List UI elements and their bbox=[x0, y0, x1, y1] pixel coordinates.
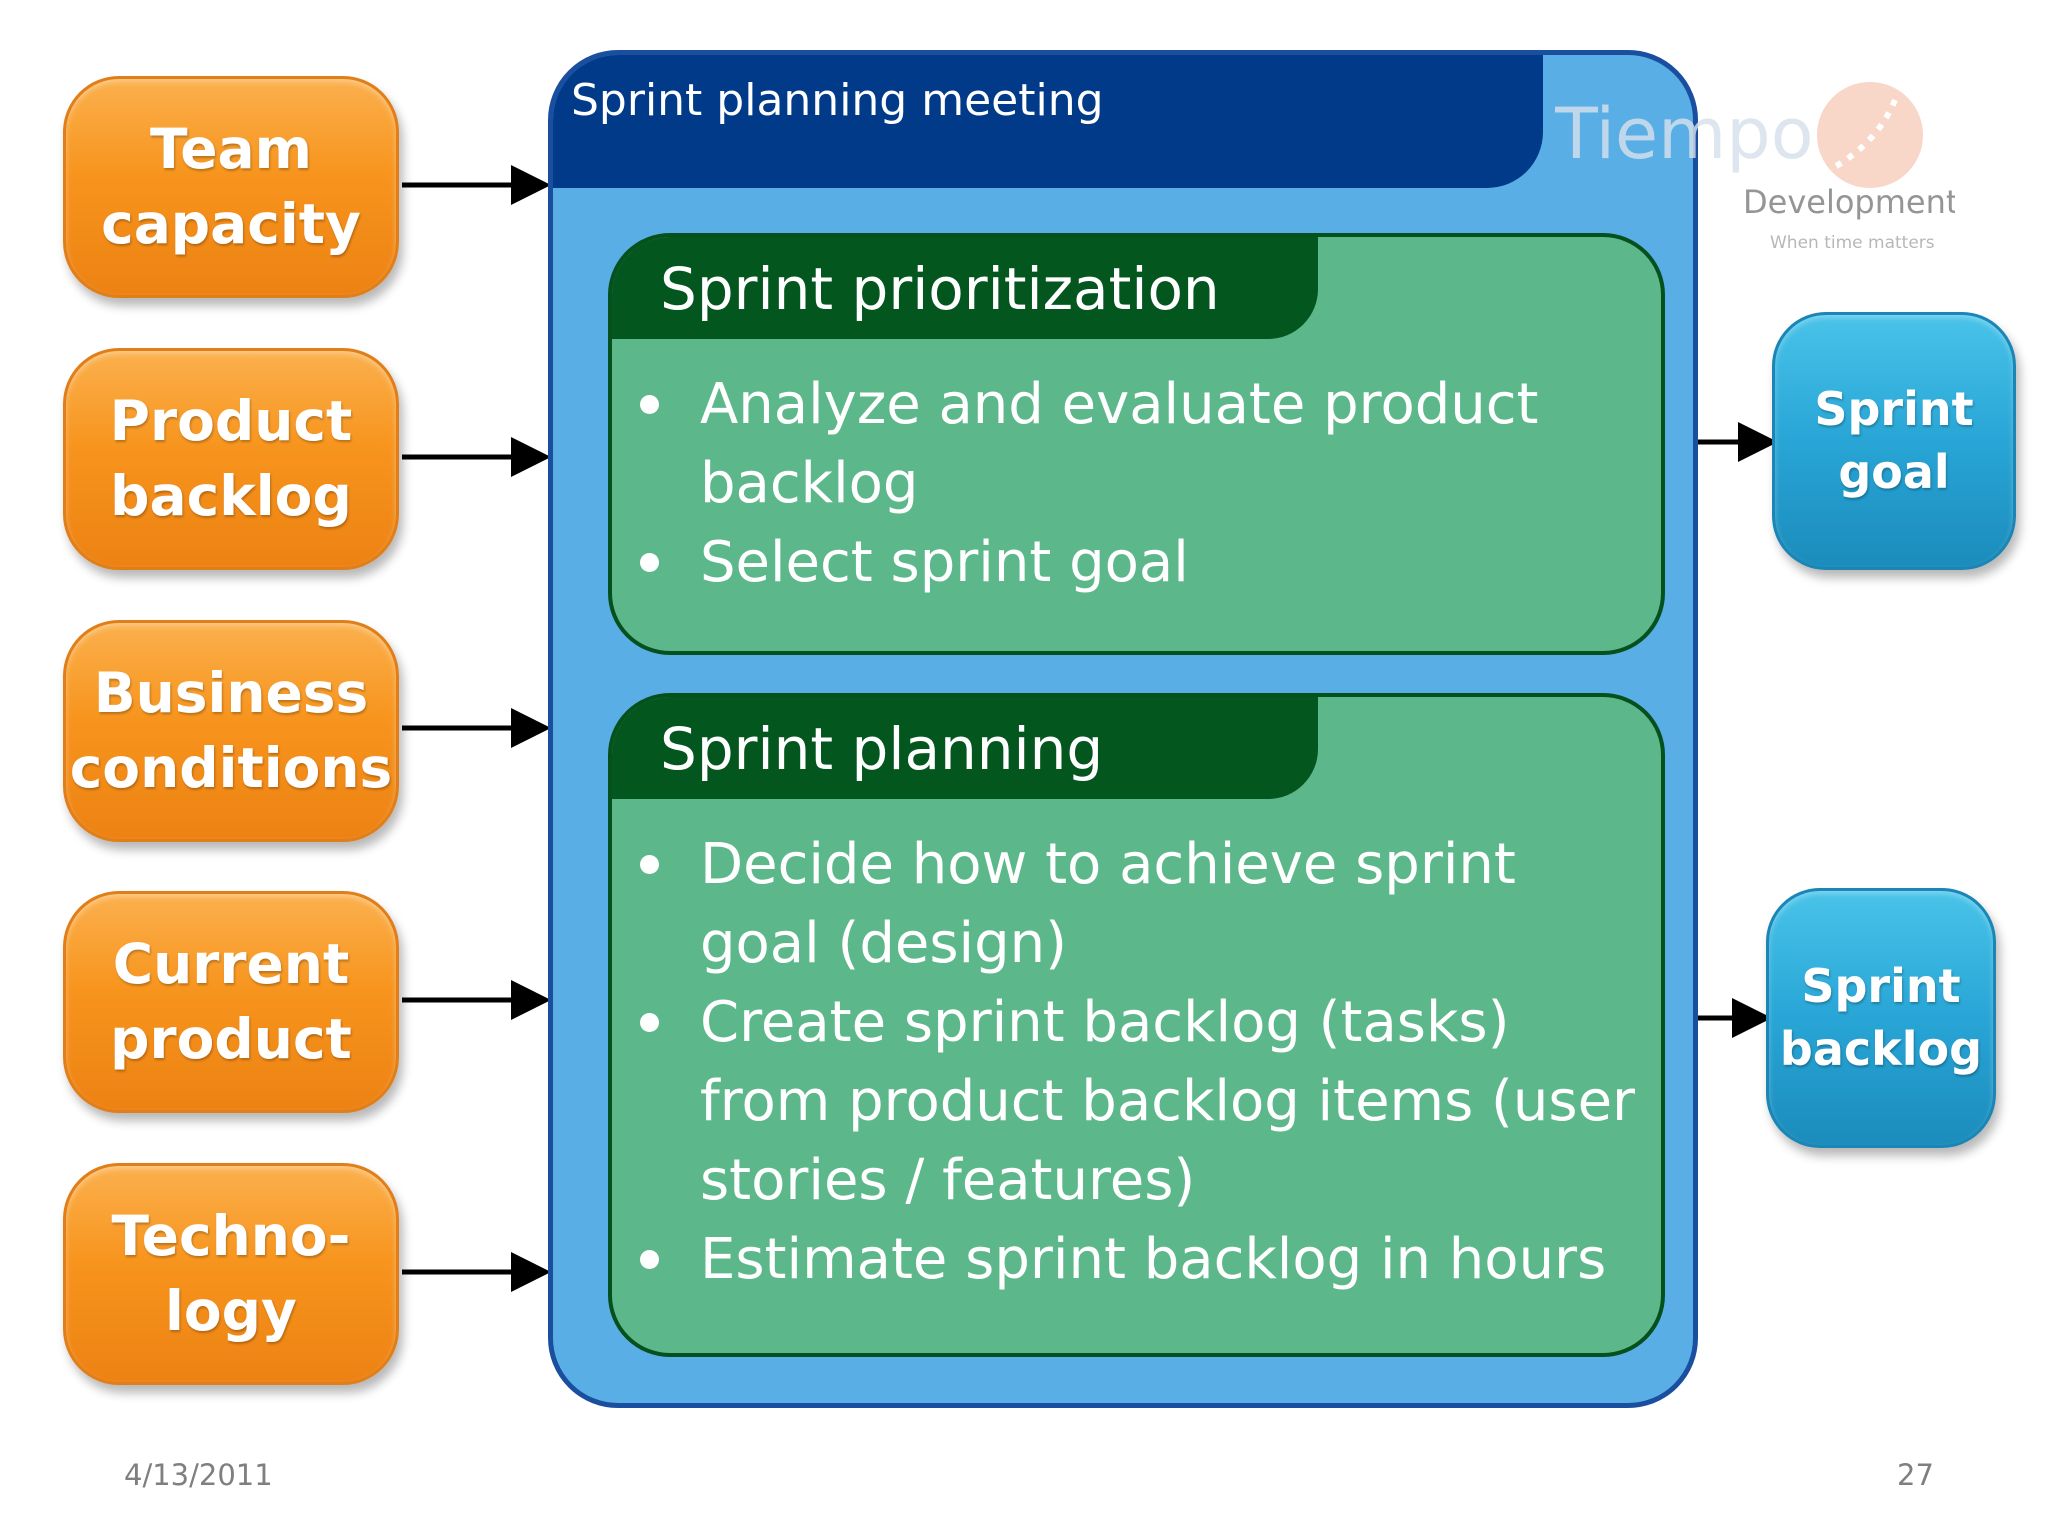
input-current-product: Current product bbox=[63, 891, 399, 1113]
bullet-text: Estimate sprint backlog in hours bbox=[700, 1227, 1607, 1292]
bullet-text: Decide how to achieve sprint goal (desig… bbox=[700, 832, 1516, 976]
footer-date: 4/13/2011 bbox=[124, 1458, 273, 1492]
bullet-list: Decide how to achieve sprint goal (desig… bbox=[640, 825, 1650, 1299]
bullet-item: Decide how to achieve sprint goal (desig… bbox=[640, 825, 1650, 983]
bullet-item: Select sprint goal bbox=[640, 523, 1650, 602]
input-business-conditions: Business conditions bbox=[63, 620, 399, 842]
input-label: Current product bbox=[110, 932, 352, 1071]
output-sprint-backlog: Sprint backlog bbox=[1766, 888, 1996, 1148]
bullet-item: Create sprint backlog (tasks) from produ… bbox=[640, 983, 1650, 1220]
bullet-text: Analyze and evaluate product backlog bbox=[700, 372, 1539, 516]
input-label: Product backlog bbox=[109, 389, 353, 528]
input-label: Team capacity bbox=[101, 117, 361, 256]
tiempo-logo: Tiempo Development When time matters bbox=[1555, 82, 1955, 253]
output-label: Sprint backlog bbox=[1779, 959, 1983, 1076]
input-label: Techno- logy bbox=[111, 1204, 351, 1343]
output-sprint-goal: Sprint goal bbox=[1772, 312, 2016, 570]
bullet-item: Analyze and evaluate product backlog bbox=[640, 365, 1650, 523]
panel-header: Sprint prioritization bbox=[612, 237, 1318, 339]
bullet-icon bbox=[640, 1013, 659, 1032]
bullet-text: Select sprint goal bbox=[700, 530, 1189, 595]
bullet-text: Create sprint backlog (tasks) from produ… bbox=[700, 990, 1636, 1213]
logo-name: Tiempo bbox=[1555, 93, 1814, 175]
input-technology: Techno- logy bbox=[63, 1163, 399, 1385]
bullet-icon bbox=[640, 553, 659, 572]
meeting-title: Sprint planning meeting bbox=[571, 75, 1104, 126]
logo-tagline: When time matters bbox=[1770, 233, 1935, 253]
input-product-backlog: Product backlog bbox=[63, 348, 399, 570]
sprint-planning-meeting: Sprint planning meeting Sprint prioritiz… bbox=[548, 50, 1698, 1408]
panel-sprint-prioritization: Sprint prioritization Analyze and evalua… bbox=[608, 233, 1665, 655]
input-label: Business conditions bbox=[69, 661, 393, 800]
output-label: Sprint goal bbox=[1814, 382, 1974, 499]
bullet-icon bbox=[640, 1250, 659, 1269]
bullet-icon bbox=[640, 395, 659, 414]
input-team-capacity: Team capacity bbox=[63, 76, 399, 298]
footer-page-number: 27 bbox=[1897, 1458, 1934, 1492]
panel-title: Sprint prioritization bbox=[660, 255, 1220, 323]
bullet-item: Estimate sprint backlog in hours bbox=[640, 1220, 1650, 1299]
panel-header: Sprint planning bbox=[612, 697, 1318, 799]
logo-subtitle: Development bbox=[1743, 183, 1955, 221]
bullet-list: Analyze and evaluate product backlog Sel… bbox=[640, 365, 1650, 602]
panel-sprint-planning: Sprint planning Decide how to achieve sp… bbox=[608, 693, 1665, 1357]
meeting-header: Sprint planning meeting bbox=[553, 55, 1543, 188]
bullet-icon bbox=[640, 855, 659, 874]
panel-title: Sprint planning bbox=[660, 715, 1104, 783]
